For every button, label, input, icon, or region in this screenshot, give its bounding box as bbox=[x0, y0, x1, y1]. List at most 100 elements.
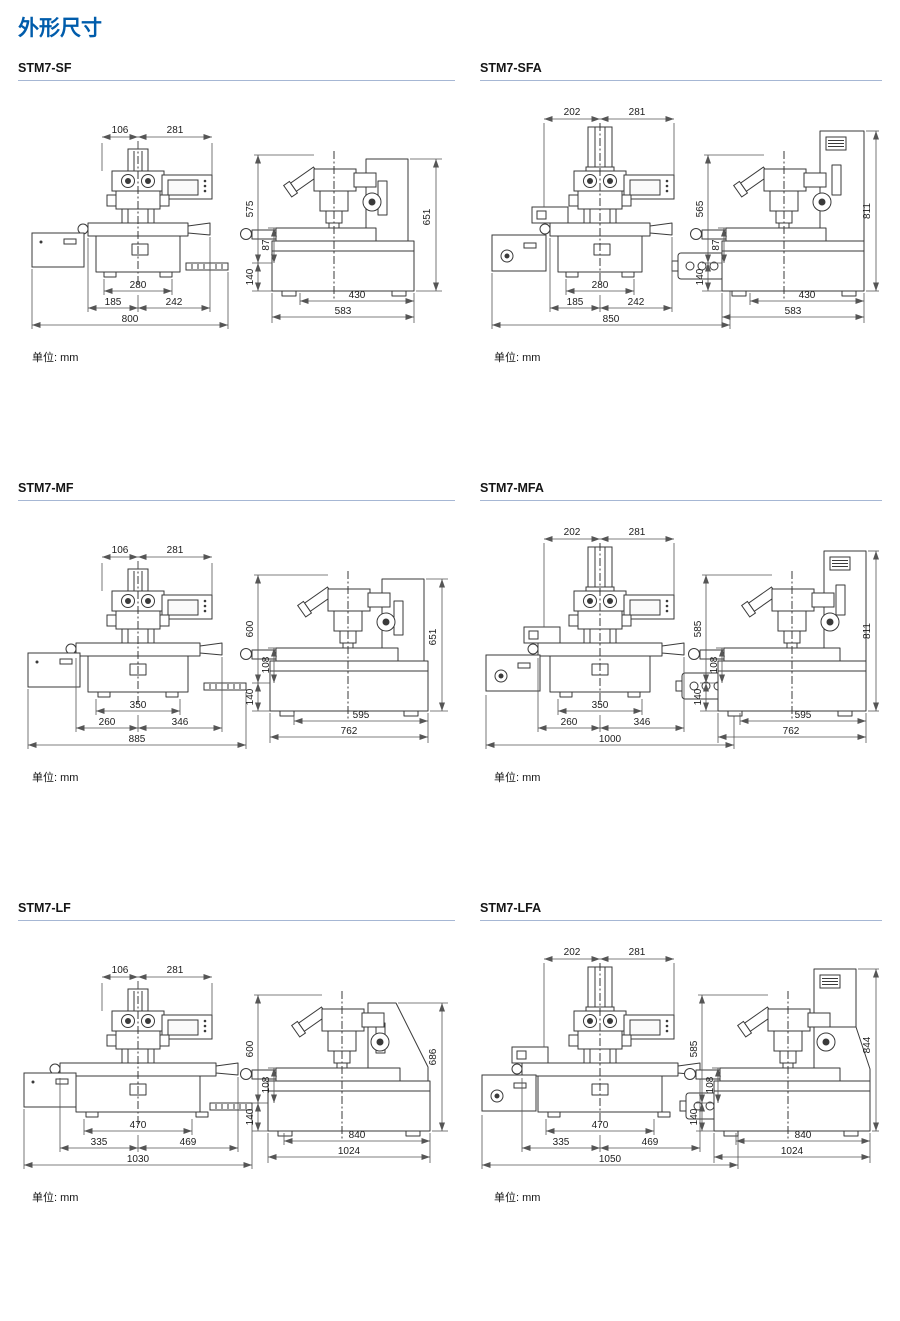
dim-front-head-width: 202 bbox=[564, 527, 581, 538]
dim-front-display-width: 281 bbox=[629, 107, 646, 118]
dim-side-base-height: 140 bbox=[689, 1108, 700, 1125]
base-front bbox=[549, 655, 651, 698]
dim-side-scope-height: 600 bbox=[245, 620, 256, 637]
base-side bbox=[267, 1080, 431, 1132]
side-dimensions: 585 108 140 844 840 1024 bbox=[689, 968, 879, 1163]
dim-front-left-width: 260 bbox=[99, 717, 116, 728]
side-dimensions: 600 108 140 686 840 1024 bbox=[245, 994, 448, 1163]
unit-label: 单位: mm bbox=[32, 352, 79, 364]
stage-front bbox=[49, 1062, 239, 1077]
stage-side bbox=[275, 647, 399, 662]
side-dimensions: 585 108 140 811 595 762 bbox=[693, 550, 879, 743]
dim-side-stage-height: 108 bbox=[705, 1076, 716, 1093]
dimension-drawing-stm7-sf: 106 281 280 185 242 800 bbox=[31, 125, 442, 329]
stage-side bbox=[723, 647, 841, 662]
section-stm7-sfa: STM7-SFA 202 281 280 bbox=[480, 61, 882, 481]
stage-front bbox=[77, 222, 211, 237]
dim-front-display-width: 281 bbox=[167, 965, 184, 976]
lamp-housing bbox=[511, 1046, 549, 1064]
microscope-head-front bbox=[107, 989, 212, 1063]
page-title: 外形尺寸 bbox=[18, 17, 102, 40]
microscope-head-front bbox=[569, 547, 674, 643]
dim-front-head-width: 202 bbox=[564, 107, 581, 118]
stage-side bbox=[725, 227, 827, 242]
dim-front-left-width: 185 bbox=[105, 297, 122, 308]
power-supply-box bbox=[23, 1072, 77, 1108]
dim-side-total-depth: 762 bbox=[341, 726, 358, 737]
unit-label: 单位: mm bbox=[32, 772, 79, 784]
dimension-drawing-stm7-lfa: 202 281 470 335 469 1050 bbox=[481, 947, 879, 1169]
model-heading: STM7-LF bbox=[18, 901, 455, 921]
dim-front-head-width: 106 bbox=[112, 545, 129, 556]
dim-side-stage-height: 108 bbox=[709, 656, 720, 673]
dim-side-total-height: 844 bbox=[862, 1036, 873, 1053]
section-stm7-mf: STM7-MF 106 281 350 bbox=[18, 481, 455, 901]
front-dimensions: 106 281 350 260 346 885 bbox=[27, 545, 247, 749]
front-view-drawing bbox=[491, 123, 731, 285]
dim-front-display-width: 281 bbox=[167, 545, 184, 556]
dim-side-base-depth: 840 bbox=[795, 1130, 812, 1141]
dim-front-right-width: 469 bbox=[642, 1137, 659, 1148]
dim-front-display-width: 281 bbox=[629, 527, 646, 538]
stage-front bbox=[511, 1062, 701, 1077]
dim-front-feet-width: 470 bbox=[130, 1120, 147, 1131]
front-view-drawing bbox=[485, 543, 735, 705]
dim-front-total-width: 1000 bbox=[599, 734, 622, 745]
stage-front bbox=[527, 642, 685, 657]
section-stm7-lfa: STM7-LFA 202 281 470 bbox=[480, 901, 882, 1321]
front-dimensions: 202 281 350 260 346 1000 bbox=[485, 527, 735, 749]
front-dimensions: 106 281 470 335 469 1030 bbox=[23, 965, 253, 1169]
stage-front bbox=[65, 642, 223, 657]
model-heading: STM7-MFA bbox=[480, 481, 882, 501]
dim-front-head-width: 106 bbox=[112, 965, 129, 976]
dim-side-scope-height: 585 bbox=[689, 1040, 700, 1057]
dim-side-total-depth: 583 bbox=[785, 306, 802, 317]
dim-side-total-height: 651 bbox=[428, 628, 439, 645]
vent-grille bbox=[829, 556, 851, 571]
dim-front-left-width: 185 bbox=[567, 297, 584, 308]
dim-front-left-width: 335 bbox=[91, 1137, 108, 1148]
front-dimensions: 202 281 280 185 242 850 bbox=[491, 107, 731, 329]
stage-side bbox=[719, 1067, 841, 1082]
stage-side bbox=[275, 1067, 401, 1082]
unit-label: 单位: mm bbox=[494, 1192, 541, 1204]
section-stm7-mfa: STM7-MFA 202 281 350 bbox=[480, 481, 882, 901]
front-dimensions: 106 281 280 185 242 800 bbox=[31, 125, 229, 329]
power-supply-box bbox=[27, 652, 81, 688]
microscope-head-front bbox=[107, 149, 212, 223]
model-heading: STM7-SFA bbox=[480, 61, 882, 81]
scale-bar bbox=[185, 262, 229, 271]
dim-side-scope-height: 585 bbox=[693, 620, 704, 637]
dim-side-total-height: 651 bbox=[422, 208, 433, 225]
base-side bbox=[721, 240, 865, 292]
microscope-head-front bbox=[569, 967, 674, 1063]
side-view-drawing bbox=[240, 571, 429, 719]
unit-label: 单位: mm bbox=[32, 1192, 79, 1204]
dim-front-feet-width: 350 bbox=[130, 700, 147, 711]
dim-front-feet-width: 280 bbox=[130, 280, 147, 291]
dim-side-total-depth: 762 bbox=[783, 726, 800, 737]
dim-side-total-depth: 1024 bbox=[338, 1146, 361, 1157]
dim-side-base-height: 140 bbox=[245, 1108, 256, 1125]
dim-front-total-width: 1030 bbox=[127, 1154, 150, 1165]
power-supply-box bbox=[491, 234, 547, 272]
dim-front-total-width: 1050 bbox=[599, 1154, 622, 1165]
dim-front-right-width: 242 bbox=[628, 297, 645, 308]
base-side bbox=[269, 660, 429, 712]
scale-bar bbox=[203, 682, 247, 691]
dim-side-total-height: 811 bbox=[862, 203, 873, 219]
dim-side-scope-height: 565 bbox=[695, 200, 706, 217]
dim-front-feet-width: 350 bbox=[592, 700, 609, 711]
dim-side-base-height: 140 bbox=[695, 268, 706, 285]
dim-front-display-width: 281 bbox=[167, 125, 184, 136]
dim-front-head-width: 202 bbox=[564, 947, 581, 958]
power-supply-box bbox=[31, 232, 85, 268]
stage-side bbox=[275, 227, 377, 242]
front-dimensions: 202 281 470 335 469 1050 bbox=[481, 947, 739, 1169]
dim-front-right-width: 469 bbox=[180, 1137, 197, 1148]
model-heading: STM7-LFA bbox=[480, 901, 882, 921]
model-heading: STM7-SF bbox=[18, 61, 455, 81]
side-dimensions: 565 87 140 811 430 583 bbox=[695, 130, 879, 323]
dim-front-right-width: 346 bbox=[634, 717, 651, 728]
unit-label: 单位: mm bbox=[494, 352, 541, 364]
